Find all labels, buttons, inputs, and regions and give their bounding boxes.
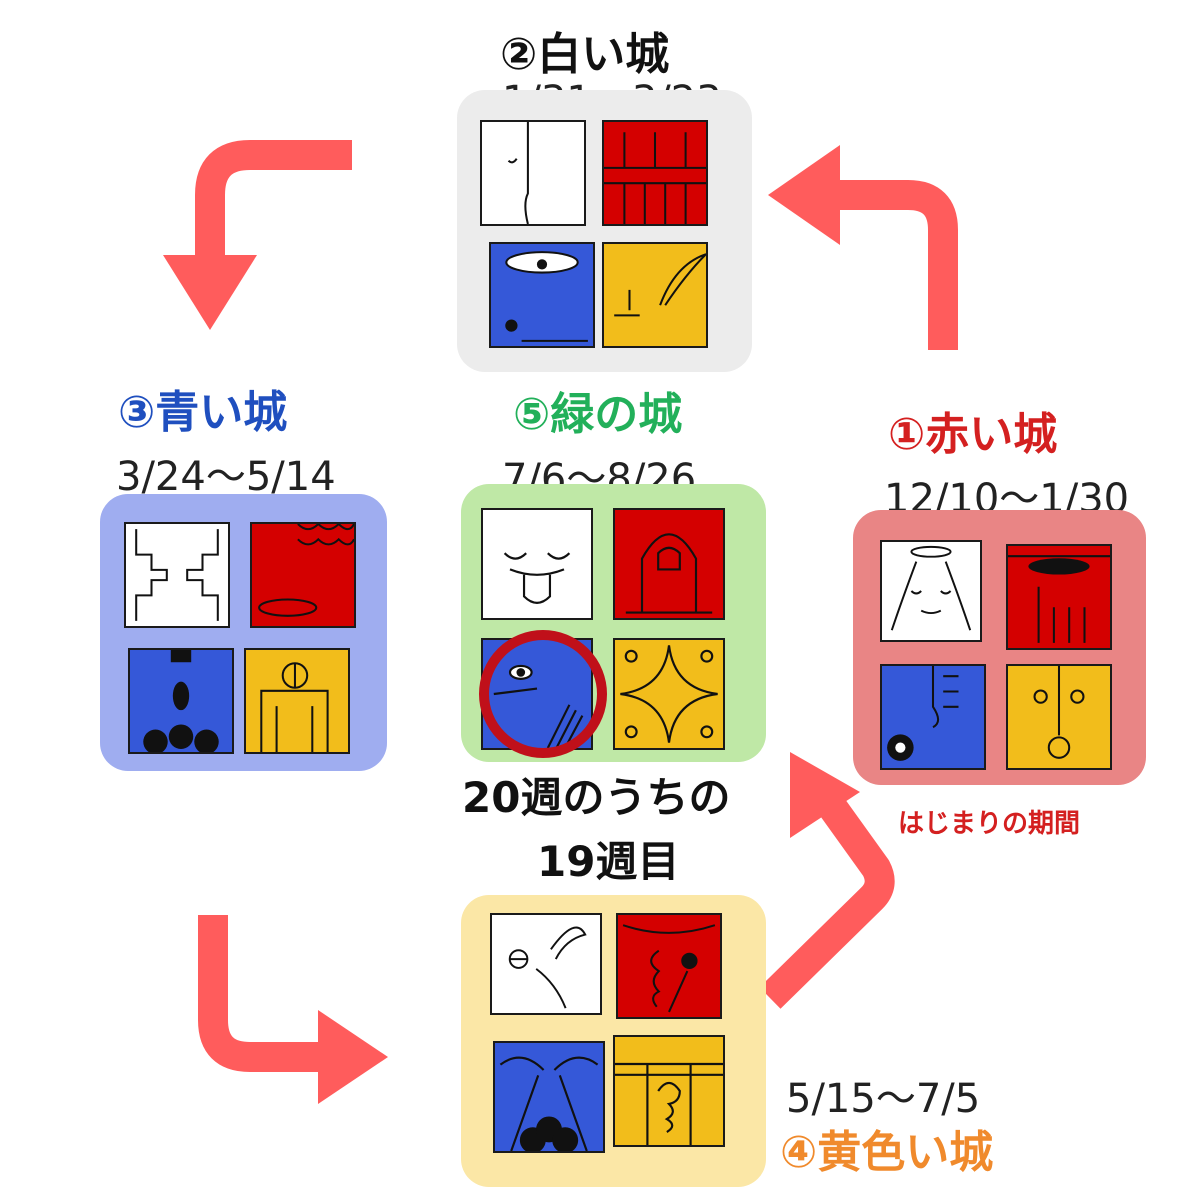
white-rabbit-tile bbox=[490, 913, 602, 1015]
blue-mountain-tile bbox=[493, 1041, 605, 1153]
blue-mask-tile bbox=[128, 648, 234, 754]
white-pattern-tile bbox=[124, 522, 230, 628]
blue-hand-tile bbox=[880, 664, 986, 770]
blue-eye-tile bbox=[489, 242, 595, 348]
white-face-tile bbox=[480, 120, 586, 226]
red-hole-tile bbox=[1006, 544, 1112, 650]
red-castle-title: ①赤い城 bbox=[888, 409, 1058, 460]
arrowhead-red-to-white bbox=[768, 145, 840, 245]
yellow-star-tile bbox=[613, 638, 725, 750]
yellow-mask-face-tile bbox=[1006, 664, 1112, 770]
blue-castle-panel bbox=[100, 494, 387, 771]
current-week-label-line2: 19週目 bbox=[537, 837, 680, 886]
current-week-highlight-circle bbox=[479, 630, 607, 758]
yellow-circle-tile bbox=[244, 648, 350, 754]
yellow-face-tile bbox=[602, 242, 708, 348]
arrow-red-to-white bbox=[825, 180, 958, 350]
arrow-white-to-blue bbox=[195, 140, 352, 260]
yellow-castle-panel bbox=[461, 895, 766, 1187]
red-castle-note: はじまりの期間 bbox=[898, 809, 1081, 839]
white-halo-face-tile bbox=[880, 540, 982, 642]
white-tongue-tile bbox=[481, 508, 593, 620]
red-arch-tile bbox=[613, 508, 725, 620]
blue-castle-title: ③青い城 bbox=[118, 387, 288, 438]
arrowhead-yellow-to-green bbox=[790, 752, 860, 838]
green-castle-title: ⑤緑の城 bbox=[513, 389, 683, 440]
red-column-tile bbox=[602, 120, 708, 226]
arrowhead-blue-to-yellow bbox=[318, 1010, 388, 1104]
arrow-yellow-to-green bbox=[759, 781, 895, 1009]
red-squiggle-tile bbox=[616, 913, 722, 1019]
white-castle-panel bbox=[457, 90, 752, 372]
current-week-label-line1: 20週のうちの bbox=[462, 773, 731, 822]
arrowhead-white-to-blue bbox=[163, 255, 257, 330]
yellow-question-tile bbox=[613, 1035, 725, 1147]
yellow-castle-dates: 5/15〜7/5 bbox=[786, 1076, 981, 1122]
blue-castle-dates: 3/24〜5/14 bbox=[116, 454, 336, 500]
red-scale-tile bbox=[250, 522, 356, 628]
white-castle-title: ②白い城 bbox=[500, 29, 670, 80]
green-castle-panel bbox=[461, 484, 766, 762]
arrow-blue-to-yellow bbox=[198, 915, 320, 1072]
yellow-castle-title: ④黄色い城 bbox=[780, 1127, 994, 1178]
red-castle-panel bbox=[853, 510, 1146, 785]
